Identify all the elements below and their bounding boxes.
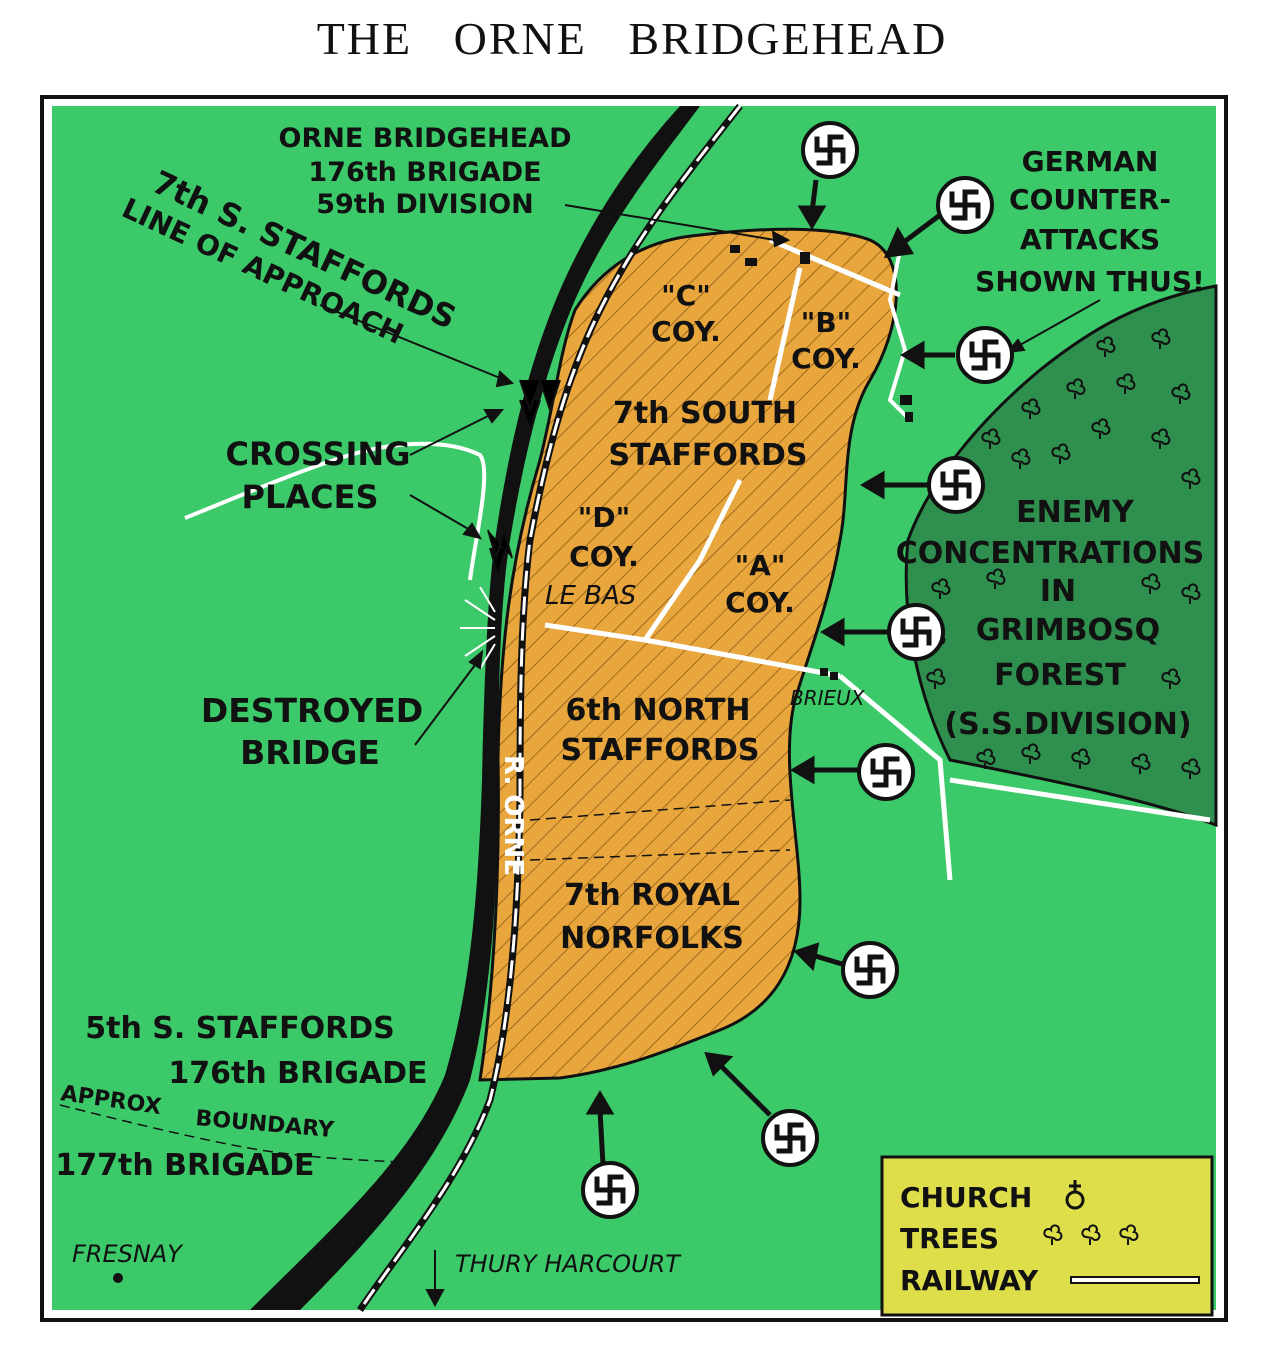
svg-text:7th SOUTH: 7th SOUTH [613, 396, 797, 431]
crossing-marks [487, 376, 561, 580]
bridgehead-area [478, 227, 898, 1082]
crossing-path [184, 441, 487, 581]
svg-text:176th BRIGADE: 176th BRIGADE [308, 157, 541, 188]
svg-text:PLACES: PLACES [242, 478, 379, 516]
svg-text:7th ROYAL: 7th ROYAL [564, 878, 740, 913]
svg-text:COY.: COY. [791, 342, 861, 375]
svg-text:STAFFORDS: STAFFORDS [608, 438, 807, 473]
railway-line-icon [1070, 1276, 1200, 1284]
svg-text:BRIEUX: BRIEUX [790, 686, 866, 710]
svg-text:CONCENTRATIONS: CONCENTRATIONS [896, 536, 1205, 571]
svg-text:COY.: COY. [569, 540, 639, 573]
village-buildings [730, 245, 913, 680]
svg-text:SHOWN THUS!: SHOWN THUS! [975, 265, 1205, 298]
svg-text:R. ORNE: R. ORNE [498, 755, 528, 876]
enemy-label: ENEMY CONCENTRATIONS IN GRIMBOSQ FOREST … [896, 495, 1205, 742]
svg-text:RAILWAY: RAILWAY [900, 1264, 1039, 1297]
hq-label: ORNE BRIDGEHEAD 176th BRIGADE 59th DIVIS… [279, 123, 572, 220]
counter-attack-arrows [585, 179, 955, 1166]
svg-text:59th DIVISION: 59th DIVISION [316, 189, 534, 220]
svg-text:COY.: COY. [651, 315, 721, 348]
svg-text:CROSSING: CROSSING [226, 435, 411, 473]
svg-text:ATTACKS: ATTACKS [1020, 223, 1160, 256]
counter-attack-label: GERMAN COUNTER- ATTACKS SHOWN THUS! [975, 145, 1205, 298]
crossing-label: CROSSING PLACES [226, 435, 411, 516]
legend: CHURCH TREES RAILWAY [880, 1155, 1214, 1317]
fresnay-marker [113, 1273, 123, 1283]
church-symbol-icon [1065, 1180, 1085, 1210]
svg-text:176th BRIGADE: 176th BRIGADE [168, 1056, 427, 1091]
east-road [887, 249, 912, 422]
svg-text:DESTROYED: DESTROYED [201, 691, 423, 730]
svg-text:BRIDGE: BRIDGE [240, 733, 380, 772]
destroyed-bridge-marks [460, 586, 496, 670]
svg-text:ENEMY: ENEMY [1016, 495, 1135, 530]
map-title: THE ORNE BRIDGEHEAD [316, 13, 948, 64]
svg-text:FOREST: FOREST [994, 658, 1126, 693]
svg-text:"D": "D" [578, 501, 630, 534]
svg-text:ORNE BRIDGEHEAD: ORNE BRIDGEHEAD [279, 123, 572, 154]
svg-text:5th S. STAFFORDS: 5th S. STAFFORDS [85, 1011, 395, 1046]
pointer-arrows [319, 204, 1101, 1308]
svg-text:6th NORTH: 6th NORTH [566, 693, 751, 728]
place-labels: LE BAS BRIEUX R. ORNE FRESNAY THURY HARC… [72, 581, 866, 1278]
svg-text:CHURCH: CHURCH [900, 1181, 1032, 1214]
svg-text:IN: IN [1040, 574, 1076, 609]
destroyed-bridge-label: DESTROYED BRIDGE [201, 691, 423, 772]
svg-text:(S.S.DIVISION): (S.S.DIVISION) [944, 707, 1191, 742]
svg-text:LE BAS: LE BAS [545, 581, 636, 611]
svg-text:GRIMBOSQ: GRIMBOSQ [976, 613, 1160, 648]
brigade-boundary-line [59, 1104, 401, 1163]
tracks [544, 237, 1211, 881]
battalion-labels: 7th SOUTH STAFFORDS 6th NORTH STAFFORDS … [560, 396, 807, 956]
svg-text:NORFOLKS: NORFOLKS [560, 921, 744, 956]
svg-text:177th BRIGADE: 177th BRIGADE [55, 1148, 314, 1183]
svg-text:GERMAN: GERMAN [1022, 145, 1159, 178]
svg-text:"C": "C" [661, 279, 711, 312]
svg-text:TREES: TREES [900, 1222, 999, 1255]
company-labels: "C" COY. "B" COY. "D" COY. "A" COY. [569, 279, 861, 619]
unit-boundary [529, 799, 791, 861]
svg-text:COUNTER-: COUNTER- [1009, 183, 1171, 216]
svg-text:FRESNAY: FRESNAY [72, 1240, 184, 1268]
svg-text:THURY HARCOURT: THURY HARCOURT [455, 1250, 682, 1278]
svg-text:"B": "B" [801, 306, 852, 339]
railway-dash [358, 105, 742, 1311]
grimbosq-forest [904, 284, 1218, 828]
svg-text:COY.: COY. [725, 586, 795, 619]
svg-text:"A": "A" [735, 549, 786, 582]
svg-text:STAFFORDS: STAFFORDS [560, 733, 759, 768]
